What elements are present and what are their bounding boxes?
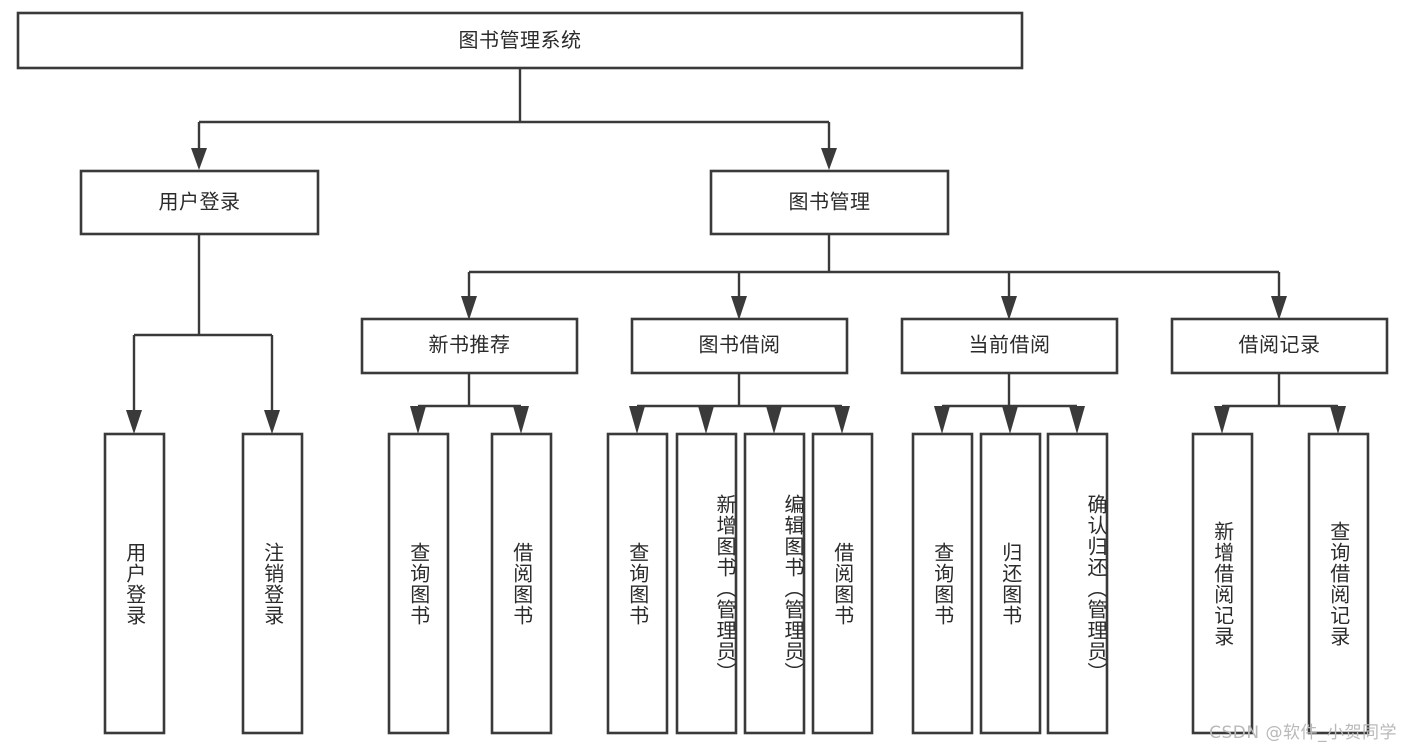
node-user-login[interactable]: 用户登录 xyxy=(79,169,320,236)
node-current-borrow-label: 当前借阅 xyxy=(969,333,1051,357)
leaf-box-edit-book[interactable] xyxy=(743,432,806,735)
arrow-head-icon xyxy=(410,406,426,434)
connector-user-login-to-leaves xyxy=(126,234,280,434)
connector-new-book-recommend-to-leaves xyxy=(410,373,529,434)
leaf-box-logout-login[interactable] xyxy=(241,432,304,735)
arrow-head-icon xyxy=(1330,406,1346,434)
arrow-head-icon xyxy=(513,406,529,434)
node-book-borrow-label: 图书借阅 xyxy=(699,333,781,357)
leaf-box-borrow-book-2[interactable] xyxy=(811,432,874,735)
leaf-box-query-book-3[interactable] xyxy=(911,432,974,735)
leaf-box-return-book[interactable] xyxy=(979,432,1042,735)
arrow-head-icon xyxy=(1001,296,1017,320)
node-book-manage-label: 图书管理 xyxy=(789,190,871,214)
arrow-head-icon xyxy=(821,148,837,170)
arrow-head-icon xyxy=(1271,296,1287,320)
arrow-head-icon xyxy=(698,406,714,434)
connector-root-to-level1 xyxy=(191,68,837,170)
leaf-box-user-login[interactable] xyxy=(103,432,166,735)
arrow-head-icon xyxy=(191,148,207,170)
leaf-box-query-book-2[interactable] xyxy=(606,432,669,735)
arrow-head-icon xyxy=(834,406,850,434)
connector-borrow-record-to-leaves xyxy=(1214,373,1346,434)
node-root-label: 图书管理系统 xyxy=(459,28,582,52)
node-book-manage[interactable]: 图书管理 xyxy=(709,169,950,236)
arrow-head-icon xyxy=(461,296,477,320)
arrow-head-icon xyxy=(1002,406,1018,434)
arrow-head-icon xyxy=(629,406,645,434)
node-root[interactable]: 图书管理系统 xyxy=(16,11,1024,70)
leaf-box-confirm-return[interactable] xyxy=(1046,432,1109,735)
node-user-login-label: 用户登录 xyxy=(159,190,241,214)
node-new-book-recommend[interactable]: 新书推荐 xyxy=(360,317,579,375)
leaf-box-add-book[interactable] xyxy=(675,432,738,735)
node-borrow-record[interactable]: 借阅记录 xyxy=(1170,317,1389,375)
leaf-box-borrow-book-1[interactable] xyxy=(490,432,553,735)
node-new-book-recommend-label: 新书推荐 xyxy=(429,333,511,357)
arrow-head-icon xyxy=(766,406,782,434)
connector-current-borrow-to-leaves xyxy=(934,373,1085,434)
leaf-box-add-record[interactable] xyxy=(1191,432,1254,735)
arrow-head-icon xyxy=(934,406,950,434)
connector-book-borrow-to-leaves xyxy=(629,373,850,434)
leaf-box-query-book-1[interactable] xyxy=(387,432,450,735)
leaf-box-query-record[interactable] xyxy=(1307,432,1370,735)
arrow-head-icon xyxy=(731,296,747,320)
arrow-head-icon xyxy=(126,410,142,434)
node-current-borrow[interactable]: 当前借阅 xyxy=(900,317,1119,375)
node-borrow-record-label: 借阅记录 xyxy=(1239,333,1321,357)
arrow-head-icon xyxy=(264,410,280,434)
arrow-head-icon xyxy=(1214,406,1230,434)
node-book-borrow[interactable]: 图书借阅 xyxy=(630,317,849,375)
connector-book-manage-to-level2 xyxy=(461,234,1287,320)
arrow-head-icon xyxy=(1069,406,1085,434)
watermark-text: CSDN @软件_小贺同学 xyxy=(1209,723,1397,743)
